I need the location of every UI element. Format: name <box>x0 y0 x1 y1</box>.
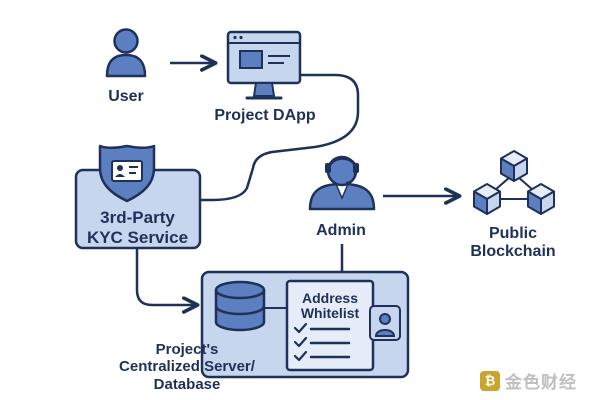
blockchain-label-line: Blockchain <box>470 243 556 261</box>
blockchain-label-line: Public <box>488 225 537 242</box>
user-icon <box>105 28 147 78</box>
database-icon <box>214 280 266 332</box>
blockchain-icon <box>473 150 555 215</box>
blockchain-label: Public Blockchain <box>458 225 568 262</box>
kyc-label-line: KYC Service <box>86 227 189 247</box>
whitelist-title: Address Whitelist <box>289 290 371 322</box>
whitelist-title-line: Whitelist <box>300 305 360 322</box>
shield-id-icon <box>98 144 156 203</box>
kyc-label-line: 3rd-Party <box>100 208 175 227</box>
admin-label: Admin <box>316 222 366 239</box>
admin-icon <box>308 155 376 211</box>
server-label-line: Centralized Server/ <box>119 358 255 376</box>
server-label: Project's Centralized Server/ Database <box>107 341 267 393</box>
monitor-icon <box>226 30 302 100</box>
server-label-line: Project's <box>155 341 219 358</box>
project-dapp-label: Project DApp <box>214 107 316 124</box>
watermark-logo-icon: ₿ <box>480 370 500 391</box>
dapp-to-kyc-connector <box>200 73 360 202</box>
server-label-line: Database <box>153 375 221 393</box>
checklist-icon <box>293 322 351 362</box>
profile-icon <box>369 305 401 341</box>
watermark: ₿ 金色财经 <box>480 368 577 393</box>
kyc-service-label: 3rd-Party KYC Service <box>75 208 200 247</box>
user-label: User <box>108 88 144 105</box>
watermark-text: 金色财经 <box>505 373 577 393</box>
kyc-to-server-arrow <box>135 248 200 314</box>
whitelist-title-line: Address <box>301 290 359 306</box>
